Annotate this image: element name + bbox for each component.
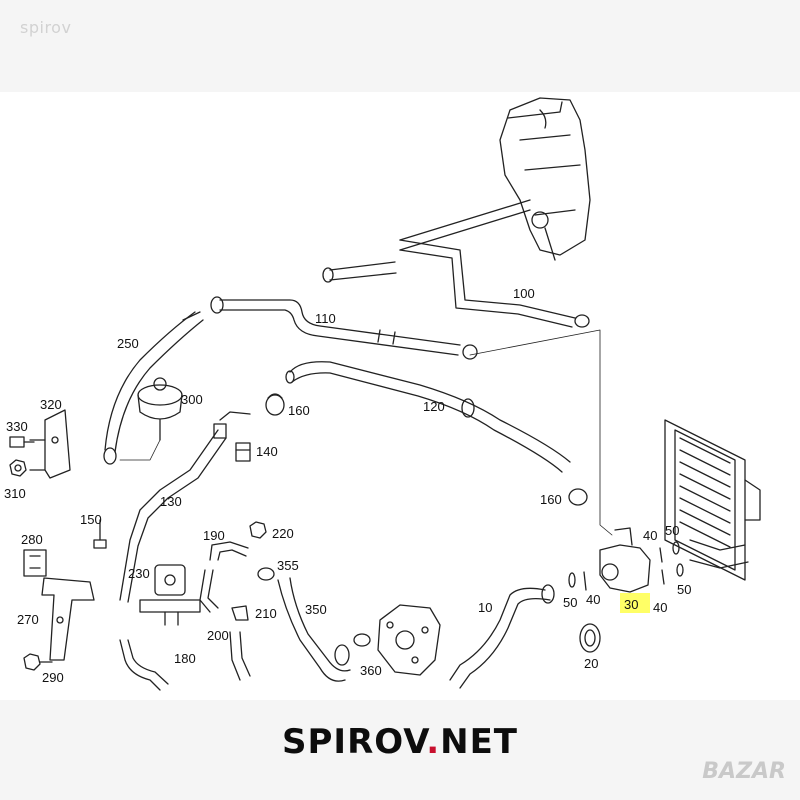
label-360: 360: [360, 663, 382, 678]
label-310: 310: [4, 486, 26, 501]
bolt-150: [93, 519, 107, 549]
label-200: 200: [207, 628, 229, 643]
clamp-160b: [568, 488, 588, 506]
label-220: 220: [272, 526, 294, 541]
label-140: 140: [256, 444, 278, 459]
label-320: 320: [40, 397, 62, 412]
part-280: [23, 549, 47, 577]
clamp-355: [257, 567, 275, 581]
label-30: 30: [624, 597, 638, 612]
seals-right: [659, 541, 684, 585]
nut-220: [249, 521, 267, 539]
highlight-30: [620, 593, 650, 613]
label-190: 190: [203, 528, 225, 543]
bolt-330: [9, 436, 35, 448]
part-140: [235, 442, 251, 462]
label-130: 130: [160, 494, 182, 509]
hose-200: [229, 631, 251, 681]
water-pump: [377, 604, 441, 676]
hose-190: [199, 541, 249, 613]
bracket-320: [29, 409, 71, 479]
part-360: [353, 633, 371, 647]
label-50c: 50: [677, 582, 691, 597]
valve-30: [599, 527, 651, 593]
label-40a: 40: [643, 528, 657, 543]
hose-110: [210, 296, 478, 360]
part-300: [137, 377, 183, 441]
brand-logo: SPIROV.NET: [0, 722, 800, 762]
label-160b: 160: [540, 492, 562, 507]
watermark-corner: BAZAR: [702, 759, 786, 784]
brand-pre: SPIROV: [282, 722, 427, 762]
label-210: 210: [255, 606, 277, 621]
label-100: 100: [513, 286, 535, 301]
label-110: 110: [315, 311, 336, 326]
part-210: [231, 605, 249, 621]
heater-core: [664, 419, 761, 581]
label-150: 150: [80, 512, 102, 527]
hose-100: [322, 199, 590, 328]
label-40b: 40: [586, 592, 600, 607]
hose-120: [285, 361, 571, 473]
watermark-top: spirov: [20, 18, 72, 37]
clamp-160a: [265, 393, 285, 416]
top-band: [0, 0, 800, 92]
label-10: 10: [478, 600, 492, 615]
label-40c: 40: [653, 600, 667, 615]
label-180: 180: [174, 651, 196, 666]
expansion-tank: [499, 97, 591, 261]
label-20: 20: [584, 656, 598, 671]
label-50a: 50: [665, 523, 679, 538]
label-355: 355: [277, 558, 299, 573]
part-20: [579, 623, 601, 653]
label-50b: 50: [563, 595, 577, 610]
hose-250: [103, 311, 204, 465]
bracket-270: [41, 577, 95, 661]
label-280: 280: [21, 532, 43, 547]
label-160a: 160: [288, 403, 310, 418]
label-350: 350: [305, 602, 327, 617]
label-120: 120: [423, 399, 445, 414]
bolt-290: [23, 653, 53, 671]
label-230: 230: [128, 566, 150, 581]
label-300: 300: [181, 392, 203, 407]
label-270: 270: [17, 612, 39, 627]
hose-180: [119, 639, 169, 691]
hose-350: [277, 577, 351, 682]
label-290: 290: [42, 670, 64, 685]
seals-left: [568, 571, 587, 591]
label-250: 250: [117, 336, 139, 351]
brand-post: NET: [440, 722, 518, 762]
label-330: 330: [6, 419, 28, 434]
hose-130: [119, 411, 251, 603]
hose-10: [449, 584, 555, 689]
nut-310: [9, 459, 27, 477]
bottom-band: [0, 700, 800, 800]
valve-230: [139, 564, 201, 626]
brand-dot: .: [426, 722, 441, 762]
